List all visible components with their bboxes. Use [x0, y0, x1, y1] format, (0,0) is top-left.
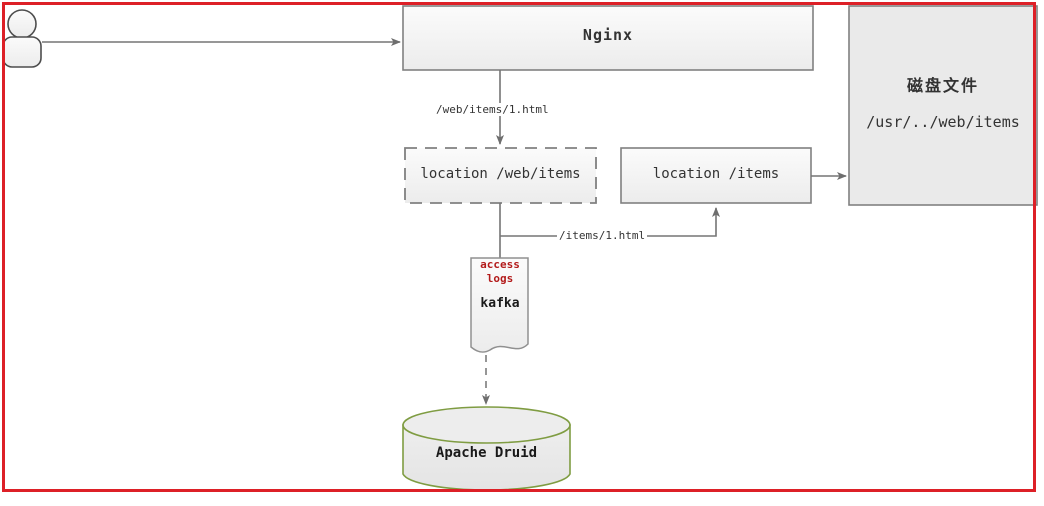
node-disk-file-box	[848, 5, 1038, 206]
user-actor-icon	[2, 9, 42, 68]
edge-location-web-to-location-items	[500, 207, 720, 237]
node-nginx-box	[402, 5, 814, 71]
node-apache-druid-cylinder	[402, 406, 571, 491]
node-kafka-document-shape	[470, 257, 529, 353]
node-location-items-box	[620, 147, 812, 204]
node-location-web-items-box	[404, 147, 597, 204]
